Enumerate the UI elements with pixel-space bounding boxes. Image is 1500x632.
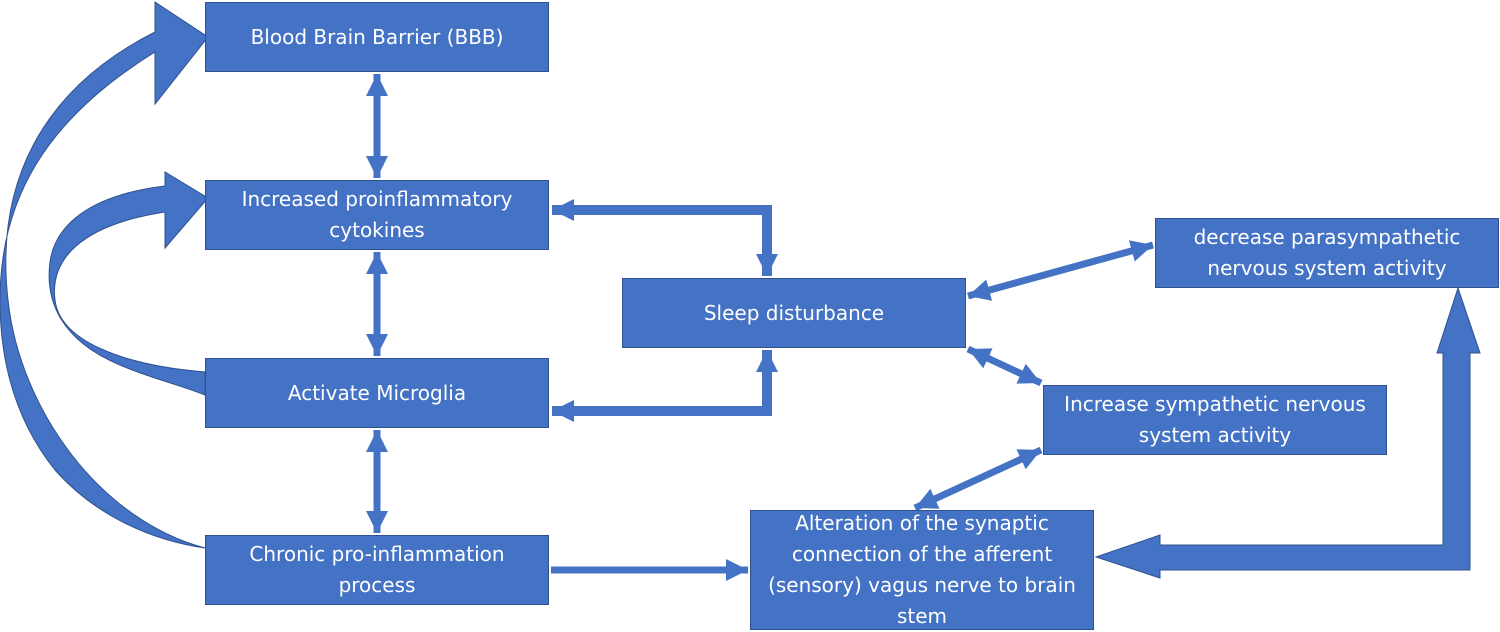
node-activate-microglia: Activate Microglia: [205, 358, 549, 428]
node-chronic-pro-inflammation: Chronic pro-inflammation process: [205, 535, 549, 605]
edge-microglia-sleep: [552, 350, 778, 422]
edge-chronic-to-bbb: [0, 1, 209, 549]
edge-sleep-sympathetic: [966, 345, 1043, 387]
node-vagus-nerve-alteration: Alteration of the synaptic connection of…: [750, 510, 1094, 630]
edge-sympathetic-vagus: [913, 446, 1043, 512]
node-sympathetic-activity: Increase sympathetic nervous system acti…: [1043, 385, 1387, 455]
node-blood-brain-barrier: Blood Brain Barrier (BBB): [205, 2, 549, 72]
edge-sleep-parasympathetic: [967, 240, 1154, 301]
node-parasympathetic-activity: decrease parasympathetic nervous system …: [1155, 218, 1499, 288]
edge-parasympathetic-vagus: [1094, 286, 1481, 579]
edge-microglia-to-cytokines: [48, 171, 209, 396]
edge-cytokines-sleep: [552, 199, 778, 276]
node-sleep-disturbance: Sleep disturbance: [622, 278, 966, 348]
node-proinflammatory-cytokines: Increased proinflammatory cytokines: [205, 180, 549, 250]
